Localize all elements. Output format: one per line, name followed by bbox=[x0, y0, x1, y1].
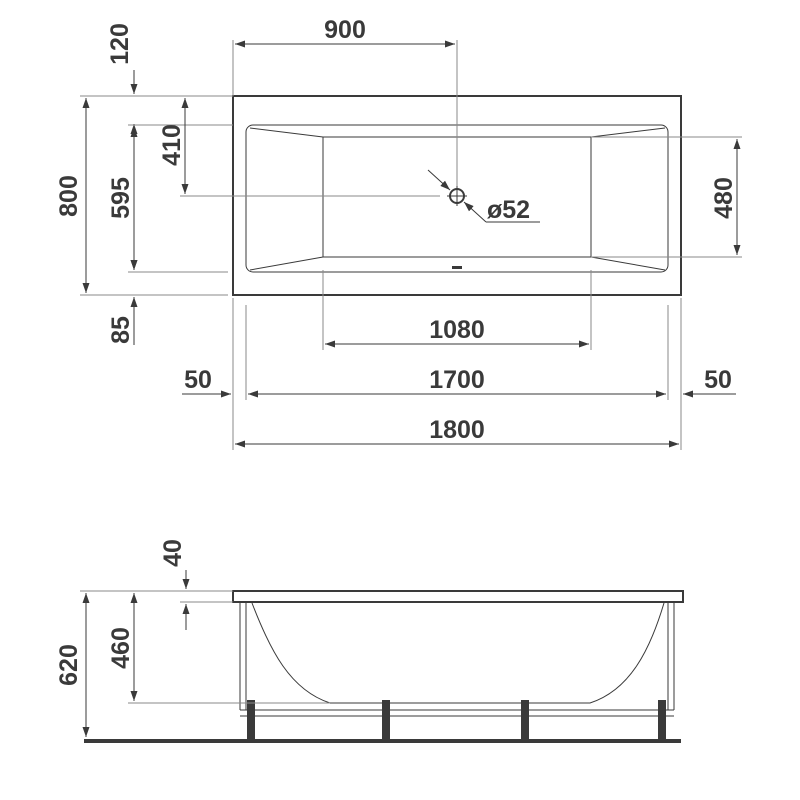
dim-1800-label: 1800 bbox=[429, 416, 485, 444]
tub-legs bbox=[247, 700, 666, 740]
floor-line bbox=[84, 739, 681, 743]
side-view: 40 460 620 bbox=[55, 539, 684, 743]
dim-85-label: 85 bbox=[107, 316, 135, 344]
dim-460-label: 460 bbox=[107, 627, 135, 669]
dim-480-label: 480 bbox=[710, 177, 738, 219]
dim-120-label: 120 bbox=[106, 23, 134, 65]
dim-40-label: 40 bbox=[159, 539, 187, 567]
basin-profile bbox=[251, 602, 665, 704]
drain-symbol bbox=[427, 169, 540, 223]
dim-1700-label: 1700 bbox=[429, 366, 485, 394]
dim-50-left-label: 50 bbox=[184, 366, 212, 394]
overflow-mark bbox=[452, 266, 462, 269]
dim-50-right-label: 50 bbox=[704, 366, 732, 394]
dim-900-label: 900 bbox=[324, 16, 366, 44]
dim-620-label: 620 bbox=[55, 644, 83, 686]
dim-800-label: 800 bbox=[55, 175, 83, 217]
slope-line-right-top bbox=[590, 127, 666, 138]
slope-line-left-bottom bbox=[249, 256, 324, 271]
dim-595-label: 595 bbox=[107, 177, 135, 219]
top-view: ø52 900 120 800 595 410 480 bbox=[55, 16, 742, 450]
dim-1080-label: 1080 bbox=[429, 316, 485, 344]
slope-line-right-bottom bbox=[590, 256, 666, 271]
tub-rim bbox=[232, 590, 684, 603]
dim-410-label: 410 bbox=[158, 124, 186, 166]
slope-line-left-top bbox=[249, 127, 324, 138]
drain-diameter-label: ø52 bbox=[487, 196, 530, 224]
